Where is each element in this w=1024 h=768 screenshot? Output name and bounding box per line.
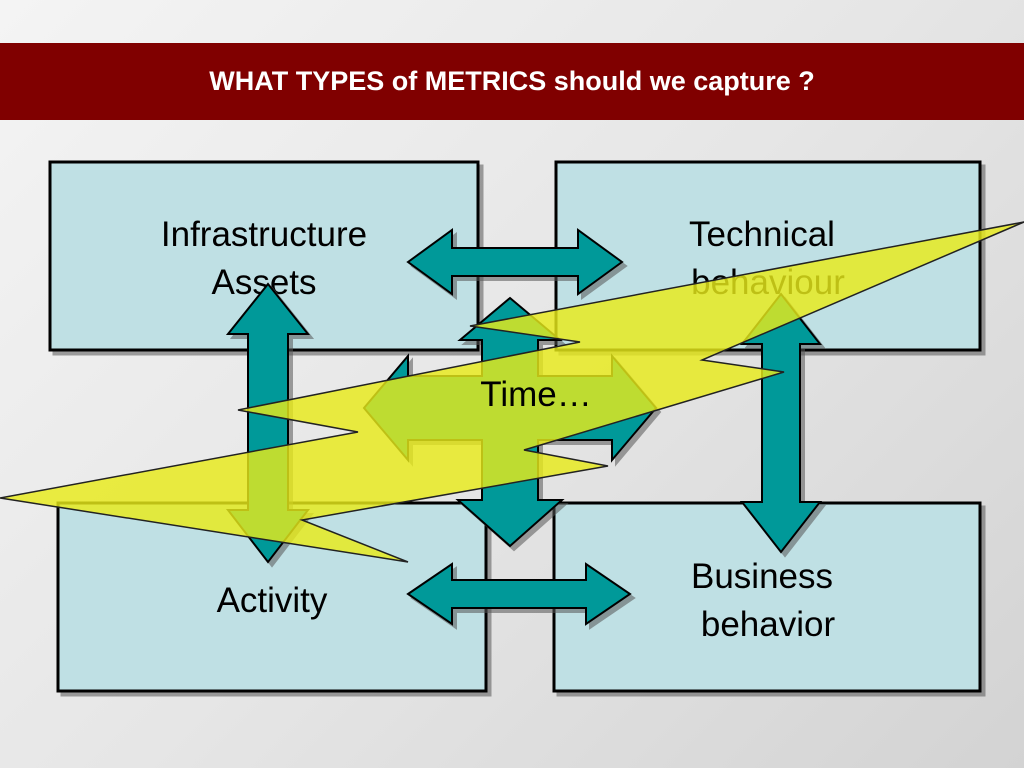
lightning-bolt-shape [0, 221, 1024, 563]
label-business-line2: behavior [701, 605, 836, 644]
center-label-time: Time… [480, 375, 591, 414]
label-activity: Activity [217, 581, 328, 620]
title-bar: WHAT TYPES of METRICS should we capture … [0, 43, 1024, 120]
label-infrastructure-line1: Infrastructure [161, 215, 367, 254]
double-arrow-top-horizontal [406, 228, 624, 296]
double-arrow-bottom-horizontal [406, 562, 632, 626]
label-technical-line1: Technical [689, 215, 835, 254]
double-arrow-right-vertical [739, 292, 823, 554]
slide-title: WHAT TYPES of METRICS should we capture … [209, 66, 815, 96]
label-business-line1: Business [691, 557, 833, 596]
